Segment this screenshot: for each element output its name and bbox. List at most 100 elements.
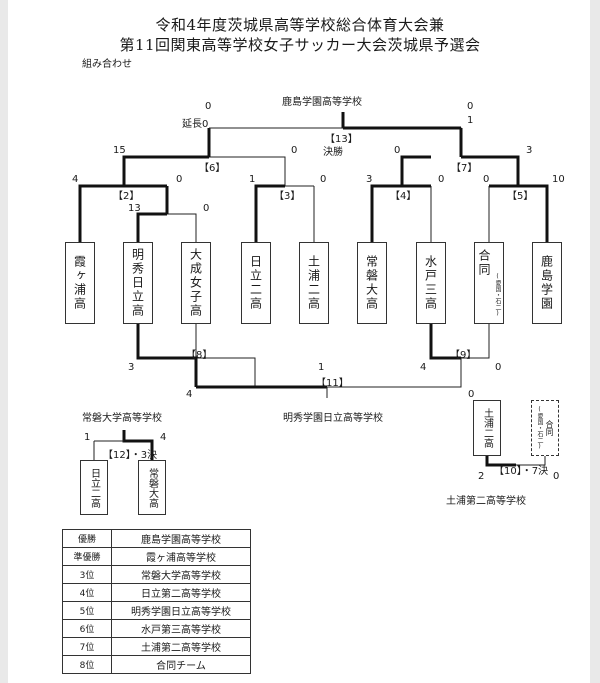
rank-cell: 優勝: [62, 529, 112, 548]
m9-label: 【9】: [450, 350, 477, 361]
m13-left-et: 延長0: [182, 119, 209, 130]
table-row: 3位常磐大学高等学校: [62, 565, 251, 584]
win-line-m8: [136, 324, 198, 387]
m8-right-score: 1: [318, 362, 325, 373]
win-line-kasumigaura: [78, 184, 109, 242]
table-row: 5位明秀学園日立高等学校: [62, 601, 251, 620]
m10-team-box-right: (愛国・石二) 合同: [531, 400, 559, 456]
team-name: 常磐大高: [146, 467, 158, 508]
team-box-tokiwa: 常磐大高: [357, 242, 387, 324]
table-row: 7位土浦第二高等学校: [62, 637, 251, 656]
m2-sub-left-score: 13: [128, 203, 141, 214]
m10-left-score: 2: [478, 471, 485, 482]
line-m13-right: [343, 127, 462, 157]
team-name: 土浦二高: [306, 255, 321, 311]
team-name: 鹿島学園: [539, 255, 554, 311]
team-name: 日立二高: [248, 255, 263, 311]
m12-team-box-right: 常磐大高: [138, 460, 166, 515]
school-cell: 水戸第三高等学校: [111, 619, 251, 638]
m9-left-score: 4: [420, 362, 427, 373]
win-line-tokiwa: [370, 184, 431, 242]
team-name: 合同: [545, 420, 554, 436]
table-row: 8位合同チーム: [62, 655, 251, 674]
m6-label: 【6】: [199, 163, 226, 174]
line-m8-right: [195, 324, 256, 387]
m7-left-score: 0: [394, 145, 401, 156]
team-name: 日立二高: [88, 467, 100, 508]
m10-team-box-left: 土浦二高: [473, 400, 501, 456]
m13-round: 決勝: [323, 147, 343, 158]
team-sub: (愛国・石二): [494, 273, 501, 317]
school-cell: 日立第二高等学校: [111, 583, 251, 602]
win-line-m10: [485, 456, 516, 467]
rank-cell: 7位: [62, 637, 112, 656]
m13-right-et: 1: [467, 115, 474, 126]
m10-winner: 土浦第二高等学校: [446, 496, 526, 507]
team-box-meishu-hitachi: 明秀日立高: [123, 242, 153, 324]
team-box-kashima-gakuen: 鹿島学園: [532, 242, 562, 324]
m5-left-score: 0: [483, 174, 490, 185]
title-line-2: 第11回関東高等学校女子サッカー大会茨城県予選会: [119, 36, 481, 54]
line-m11-right: [327, 358, 462, 388]
team-name: 常磐大高: [364, 255, 379, 311]
team-name: 土浦二高: [481, 408, 493, 448]
school-cell: 鹿島学園高等学校: [111, 529, 251, 548]
school-cell: 常磐大学高等学校: [111, 565, 251, 584]
m6-left-score: 15: [113, 145, 126, 156]
m13-label: 【13】: [325, 134, 358, 145]
team-box-taisei-joshi: 大成女子高: [181, 242, 211, 324]
m3-label: 【3】: [274, 191, 301, 202]
m13-left-score: 0: [205, 101, 212, 112]
m12-team-box-left: 日立二高: [80, 460, 108, 515]
school-cell: 霞ヶ浦高等学校: [111, 547, 251, 566]
table-row: 4位日立第二高等学校: [62, 583, 251, 602]
m4-left-score: 3: [366, 174, 373, 185]
team-box-godo: 合同 (愛国・石二): [474, 242, 504, 324]
m5-right-score: 10: [552, 174, 565, 185]
team-name: 霞ヶ浦高: [72, 255, 87, 311]
win-line-kashima: [489, 184, 549, 242]
table-row: 6位水戸第三高等学校: [62, 619, 251, 638]
m4-label: 【4】: [390, 191, 417, 202]
m10-label: 【10】・7決: [494, 466, 549, 477]
m8-left-score: 3: [128, 362, 135, 373]
line-m9-right: [461, 324, 490, 359]
team-name: 明秀日立高: [130, 248, 145, 318]
subtitle: 組み合わせ: [82, 59, 132, 70]
win-line-hitachi2: [254, 184, 285, 242]
rank-cell: 8位: [62, 655, 112, 674]
team-name: 大成女子高: [188, 248, 203, 318]
rank-cell: 5位: [62, 601, 112, 620]
m11-label: 【11】: [316, 378, 349, 389]
team-box-tsuchiura-2: 土浦二高: [299, 242, 329, 324]
m6-right-score: 0: [291, 145, 298, 156]
rank-cell: 4位: [62, 583, 112, 602]
m2-left-score: 4: [72, 174, 79, 185]
win-line-m4-up: [400, 155, 431, 186]
line-m2-sub: [137, 213, 197, 242]
win-line-meishu: [136, 212, 167, 242]
team-name: 合同: [477, 249, 491, 277]
m7-right-score: 3: [526, 145, 533, 156]
team-box-kasumigaura: 霞ヶ浦高: [65, 242, 95, 324]
team-sub: (愛国・石二): [536, 406, 543, 450]
m7-label: 【7】: [451, 163, 478, 174]
m3-left-score: 1: [249, 174, 256, 185]
m3-right-score: 0: [320, 174, 327, 185]
title-line-1: 令和4年度茨城県高等学校総合体育大会兼: [155, 16, 445, 34]
m2-right-score: 0: [176, 174, 183, 185]
m2-sub-right-score: 0: [203, 203, 210, 214]
m11-right-score: 0: [468, 389, 475, 400]
m13-right-score: 0: [467, 101, 474, 112]
table-row: 優勝鹿島学園高等学校: [62, 529, 251, 548]
m2-label: 【2】: [113, 191, 140, 202]
line-m6-right: [209, 156, 286, 186]
m12-label: 【12】・3決: [103, 450, 158, 461]
rank-cell: 6位: [62, 619, 112, 638]
team-box-hitachi-2: 日立二高: [241, 242, 271, 324]
team-name: 水戸三高: [423, 255, 438, 311]
win-line-m9: [429, 324, 461, 360]
school-cell: 土浦第二高等学校: [111, 637, 251, 656]
m4-right-score: 0: [438, 174, 445, 185]
